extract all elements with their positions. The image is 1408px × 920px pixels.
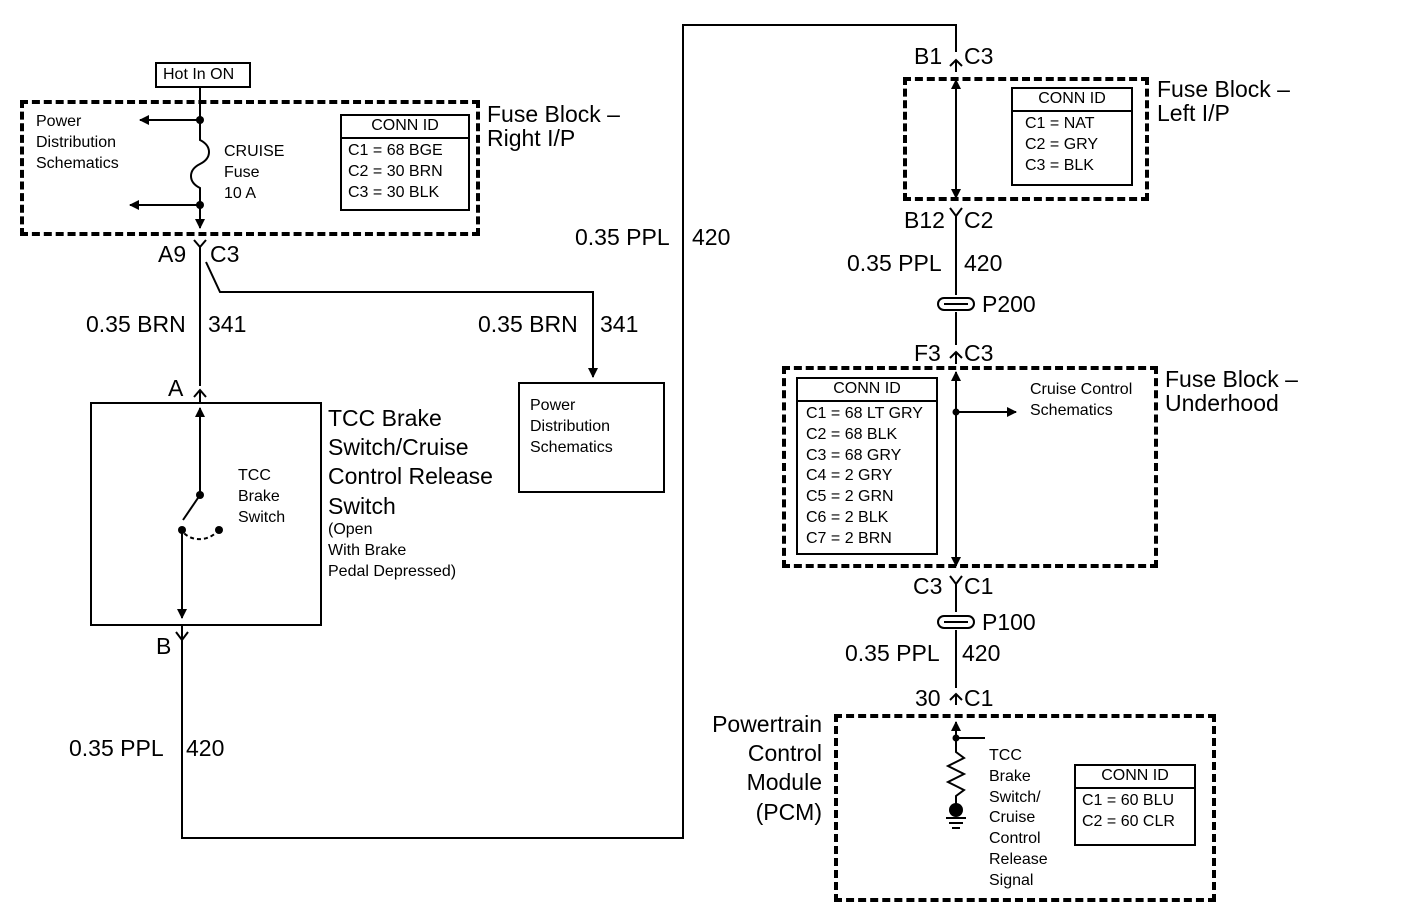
wire-brn-mid-circuit: 341 [600,311,639,337]
hot-in-on-label: Hot In ON [155,62,251,88]
cruise-fuse-label: CRUISE Fuse 10 A [224,143,285,202]
pcm-conn-id-table: CONN ID C1 = 60 BLU C2 = 60 CLR [1074,764,1196,846]
connector-b1: B1 [914,43,943,69]
fuse-block-rip-title: Fuse Block – Right I/P [487,101,620,152]
wire-ppl-p100-circuit: 420 [962,640,1001,666]
pcm-conn-rows: C1 = 60 BLU C2 = 60 CLR [1082,792,1175,830]
power-distribution-box: Power Distribution Schematics [518,382,665,493]
wire-ppl-bottom-circuit: 420 [186,735,225,761]
connector-f3: F3 [914,340,941,366]
splice-p100-label: P100 [982,609,1036,635]
pcm-signal-label: TCC Brake Switch/ Cruise Control Release… [989,747,1048,889]
wire-ppl-bottom-gauge: 0.35 PPL [69,735,164,761]
wire-ppl-top-circuit: 420 [692,224,731,250]
connector-c3-b1: C3 [964,43,994,69]
tcc-switch-note: (Open With Brake Pedal Depressed) [328,521,457,580]
lip-conn-rows: C1 = NAT C2 = GRY C3 = BLK [1025,115,1099,174]
wire-ppl-b12-circuit: 420 [964,250,1003,276]
fuse-block-right-ip [20,100,480,236]
tcc-inner-label: TCC Brake Switch [238,467,286,526]
tcc-brake-switch-box [90,402,322,626]
uh-conn-rows: C1 = 68 LT GRY C2 = 68 BLK C3 = 68 GRY C… [806,405,923,547]
fuse-block-lip-title: Fuse Block – Left I/P [1157,76,1290,127]
fuse-block-left-ip [903,77,1149,201]
wire-brn-mid-gauge: 0.35 BRN [478,311,578,337]
pcm-block [834,714,1216,902]
rip-conn-id-table: CONN ID C1 = 68 BGE C2 = 30 BRN C3 = 30 … [340,114,470,211]
connector-a9: A9 [158,241,187,267]
cruise-control-schematics-label: Cruise Control Schematics [1030,381,1133,419]
connector-c2-b12: C2 [964,207,994,233]
lip-conn-id-table: CONN ID C1 = NAT C2 = GRY C3 = BLK [1011,87,1133,186]
connector-c3-f3: C3 [964,340,994,366]
fuse-block-uh-title: Fuse Block – Underhood [1165,366,1298,417]
wire-ppl-b12-gauge: 0.35 PPL [847,250,942,276]
fuse-block-underhood [782,366,1158,568]
connector-c1-pcm: C1 [964,685,994,711]
pcm-title: Powertrain Control Module (PCM) [712,711,822,825]
connector-c3-a9: C3 [210,241,240,267]
pin-a-label: A [168,375,184,401]
wire-brn-left-gauge: 0.35 BRN [86,311,186,337]
rip-conn-rows: C1 = 68 BGE C2 = 30 BRN C3 = 30 BLK [348,142,443,201]
wire-ppl-top-gauge: 0.35 PPL [575,224,670,250]
connector-c1-lower: C1 [964,573,994,599]
connector-pin-30: 30 [915,685,941,711]
splice-p200-label: P200 [982,291,1036,317]
connector-c3-lower: C3 [913,573,943,599]
tcc-switch-title: TCC Brake Switch/Cruise Control Release … [328,405,493,519]
pin-b-label: B [156,633,172,659]
uh-conn-id-table: CONN ID C1 = 68 LT GRY C2 = 68 BLK C3 = … [796,377,938,555]
wire-brn-left-circuit: 341 [208,311,247,337]
rip-power-distribution-label: Power Distribution Schematics [36,113,119,172]
connector-b12: B12 [904,207,945,233]
wire-ppl-p100-gauge: 0.35 PPL [845,640,940,666]
